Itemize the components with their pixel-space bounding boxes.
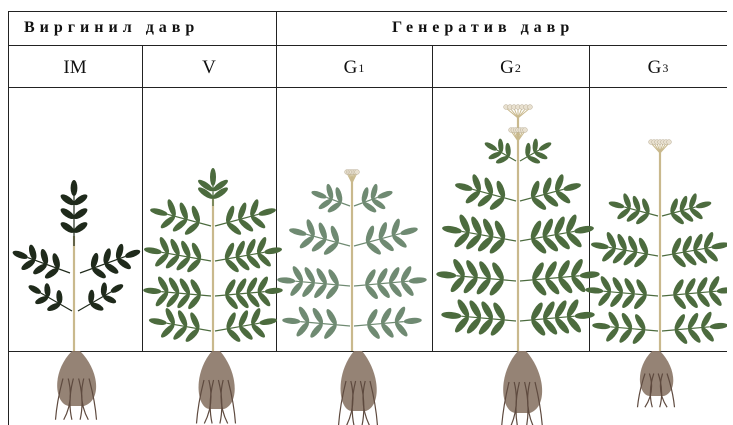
leaflet <box>72 206 89 221</box>
leaflet <box>484 141 499 153</box>
leaflet <box>591 241 610 250</box>
stage-table: Виргинил давр Генератив давр IM V G1 G2 … <box>8 11 727 425</box>
leaflet <box>574 225 595 235</box>
leaflet <box>387 281 403 299</box>
leaflet <box>311 189 328 200</box>
leaflet <box>436 271 457 280</box>
leaflet <box>632 293 648 311</box>
leaflet <box>695 291 711 309</box>
leaflet <box>631 328 647 346</box>
leaflet <box>172 325 189 342</box>
leaflet <box>237 325 254 342</box>
leaflet <box>376 282 392 300</box>
leaflet <box>695 200 712 210</box>
leaflet <box>59 220 76 235</box>
leaflet <box>225 327 242 344</box>
leaflet <box>71 180 78 196</box>
leaflet <box>324 283 340 301</box>
leaflet <box>686 327 702 345</box>
leaflet <box>144 246 163 255</box>
leaflet <box>300 281 316 299</box>
leaflet <box>378 237 396 253</box>
leaflet <box>391 233 409 249</box>
leaflet <box>308 322 324 340</box>
vegetative-plant-icon <box>143 168 283 424</box>
leaflet <box>711 241 727 250</box>
leaflet <box>148 317 167 326</box>
leaflet <box>124 248 141 259</box>
leaflet <box>312 282 328 300</box>
plant-illustrations <box>8 11 727 425</box>
leaflet <box>717 287 727 295</box>
leaflet <box>109 282 124 294</box>
leaflet <box>618 327 634 345</box>
leaflet <box>59 206 76 221</box>
leaflet <box>91 266 108 280</box>
leaflet <box>149 207 168 217</box>
leaflet <box>184 327 201 344</box>
leaflet <box>103 261 120 275</box>
leaflet <box>672 293 688 311</box>
leaflet <box>608 291 624 309</box>
leaflet <box>27 283 42 295</box>
leaflet <box>579 271 600 280</box>
leaflet <box>72 220 89 235</box>
late-generative-plant-icon <box>585 140 727 408</box>
leaflet <box>585 287 603 295</box>
leaflet <box>684 292 700 310</box>
leaflet <box>264 246 283 255</box>
leaflet <box>538 141 553 153</box>
leaflet <box>404 317 422 325</box>
leaflet <box>210 168 216 186</box>
leaflet <box>608 200 625 210</box>
leaflet <box>379 322 395 340</box>
leaflet <box>441 311 462 320</box>
leaflet <box>620 292 636 310</box>
leaflet <box>282 317 300 325</box>
leaflet <box>365 240 383 256</box>
leaflet <box>366 323 382 341</box>
leaflet <box>673 328 689 346</box>
leaflet <box>143 287 161 295</box>
leaflet <box>116 257 133 271</box>
leaflet <box>322 323 338 341</box>
leaflet <box>377 189 394 200</box>
leaflet <box>364 283 380 301</box>
leaflet <box>259 317 278 326</box>
juvenile-plant-icon <box>12 180 142 420</box>
leaflet <box>563 182 582 193</box>
leaflet <box>409 277 427 285</box>
leaflet <box>400 226 419 236</box>
leaflet <box>454 182 473 193</box>
early-generative-plant-icon <box>277 170 427 425</box>
leaflet <box>592 322 610 330</box>
leaflet <box>710 322 727 330</box>
leaflet <box>288 227 307 237</box>
leaflet <box>442 225 463 235</box>
leaflet <box>574 311 595 320</box>
mid-generative-plant-icon <box>436 105 600 425</box>
leaflet <box>258 207 277 217</box>
leaflet <box>265 287 283 295</box>
leaflet <box>12 249 29 260</box>
leaflet <box>277 277 295 285</box>
